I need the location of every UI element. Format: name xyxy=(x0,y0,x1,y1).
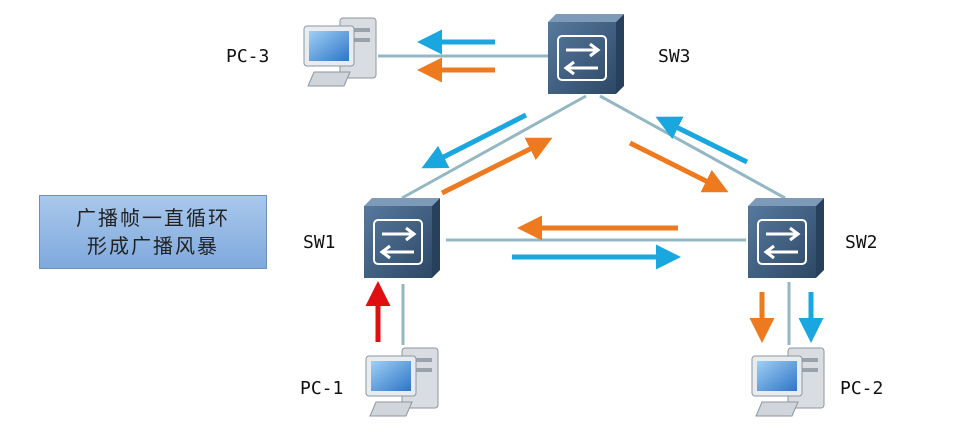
pc-icon xyxy=(751,347,825,417)
arrow-sw3-to-sw1-blue xyxy=(421,112,528,169)
label-sw2: SW2 xyxy=(845,232,878,253)
label-sw1: SW1 xyxy=(303,232,336,253)
callout-line-2: 形成广播风暴 xyxy=(87,234,219,258)
arrow-sw3-to-sw2-orange xyxy=(628,140,729,193)
label-pc3: PC-3 xyxy=(226,46,270,67)
switch-icon xyxy=(548,14,624,94)
switch-icon xyxy=(748,198,824,278)
link-sw3-sw2 xyxy=(599,94,786,200)
broadcast-arrows xyxy=(365,29,824,343)
callout-line-1: 广播帧一直循环 xyxy=(76,206,230,230)
arrow-sw1-to-sw3-orange xyxy=(440,137,553,196)
links xyxy=(378,54,791,345)
label-pc2: PC-2 xyxy=(840,378,884,399)
broadcast-storm-callout: 广播帧一直循环 形成广播风暴 xyxy=(39,195,267,269)
pc-icon xyxy=(303,17,377,87)
label-sw3: SW3 xyxy=(658,46,691,67)
switch-icon xyxy=(364,198,440,278)
link-sw1-sw3 xyxy=(401,94,587,200)
arrow-sw2-to-sw3-blue xyxy=(655,116,749,165)
pc-icon xyxy=(365,347,439,417)
label-pc1: PC-1 xyxy=(300,378,344,399)
